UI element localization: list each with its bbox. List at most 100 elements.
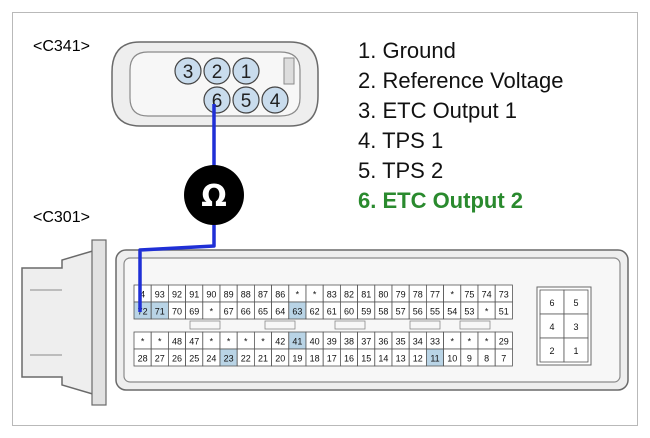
c301-pin-label: 51 [499,307,509,317]
c301-pin-label: * [210,307,214,317]
c301-pin-label: 91 [189,290,199,300]
c301-pin-label: 54 [447,307,457,317]
c301-plug-body [21,248,97,397]
c301-pin-label: 77 [430,290,440,300]
c301-pin-label: 39 [327,337,337,347]
c301-pin-label: 60 [344,307,354,317]
c301-pin-label: 47 [189,337,199,347]
c301-pin-label: 10 [447,354,457,364]
c301-pin-label: 19 [292,354,302,364]
c301-side-pin-label: 6 [549,298,554,308]
wire-meter-to-c301 [138,212,216,312]
c301-side-pin-label: 3 [573,322,578,332]
legend-item-1: 1. Ground [358,38,456,63]
legend-item-2: 2. Reference Voltage [358,68,563,93]
c301-pin-label: * [227,337,231,347]
c301-pin-label: * [485,337,489,347]
c301-pin-label: 63 [292,307,302,317]
c301-pin-label: * [485,307,489,317]
c301-pin-label: 18 [310,354,320,364]
c301-pin-label: 64 [275,307,285,317]
c301-pin-label: 79 [396,290,406,300]
c301-side-pin-5 [563,289,589,315]
c301-pin-label: 33 [430,337,440,347]
c341-pin-4 [261,86,289,114]
c301-pin-label: 86 [275,290,285,300]
legend-item-4: 4. TPS 1 [358,128,443,153]
c301-key-tab [409,320,441,330]
c341-pin-2 [203,57,231,85]
c301-key-tab [459,320,491,330]
c301-pin-label: 74 [482,290,492,300]
c301-pin-label: 70 [172,307,182,317]
c301-pin-label: * [141,337,145,347]
c301-key-tab [334,320,366,330]
c301-pin-label: * [261,337,265,347]
c341-pin-label: 5 [241,91,252,112]
c301-pin-label: 59 [361,307,371,317]
c301-pin-label: 22 [241,354,251,364]
c301-pin-label: * [450,290,454,300]
ohm-meter-icon [184,165,244,225]
legend-item-3: 3. ETC Output 1 [358,98,517,123]
c301-pin-label: 20 [275,354,285,364]
c301-side-pin-2 [539,337,565,363]
c301-pin-label: 25 [189,354,199,364]
c301-pin-label: 35 [396,337,406,347]
c301-pin-label: 78 [413,290,423,300]
legend-item-6: 6. ETC Output 2 [358,188,523,213]
c301-pin-label: 8 [484,354,489,364]
c301-pin-label: 21 [258,354,268,364]
c301-pin-label: 69 [189,307,199,317]
c301-pin-label: 36 [378,337,388,347]
c301-pin-label: 88 [241,290,251,300]
c301-pin-label: 66 [241,307,251,317]
c301-pin-label: 4 [140,290,145,300]
c301-pin-label: 72 [138,307,148,317]
c301-pin-label: 38 [344,337,354,347]
c301-pin-label: * [468,337,472,347]
c301-pin-label: * [244,337,248,347]
c301-pin-label: 90 [206,290,216,300]
c301-pin-label: 83 [327,290,337,300]
c301-pin-label: 89 [224,290,234,300]
c301-pin-label: 26 [172,354,182,364]
c341-pin-1 [232,57,260,85]
c301-pin-label: 80 [378,290,388,300]
c301-pin-7 [494,348,513,367]
c301-side-pin-6 [539,289,565,315]
c301-side-pin-label: 5 [573,298,578,308]
c301-pin-label: 23 [224,354,234,364]
c301-pin-label: 53 [464,307,474,317]
c301-pin-label: 27 [155,354,165,364]
c301-pin-label: 57 [396,307,406,317]
c341-pin-5 [232,86,260,114]
c301-pin-label: 34 [413,337,423,347]
c341-label: <C341> [33,38,90,55]
c301-pin-label: 16 [344,354,354,364]
c301-pin-label: * [158,337,162,347]
c341-pin-6 [203,86,231,114]
c301-side-pin-label: 2 [549,346,554,356]
c301-pin-label: 7 [501,354,506,364]
c341-pin-label: 2 [212,62,223,83]
ohm-symbol: Ω [201,179,227,214]
legend-item-5: 5. TPS 2 [358,158,443,183]
c301-pin-label: 29 [499,337,509,347]
c301-pin-label: 12 [413,354,423,364]
c301-pin-label: 42 [275,337,285,347]
c301-key-tab [264,320,296,330]
c301-label: <C301> [33,209,90,226]
c341-pin-label: 1 [241,62,252,83]
c301-pin-label: * [210,337,214,347]
c301-pin-label: 13 [396,354,406,364]
c301-pin-label: 17 [327,354,337,364]
c301-pin-label: 37 [361,337,371,347]
c301-pin-label: 87 [258,290,268,300]
c341-pin-label: 6 [212,91,223,112]
ohm-meter: Ω [184,165,244,225]
c341-pin-label: 4 [270,91,281,112]
